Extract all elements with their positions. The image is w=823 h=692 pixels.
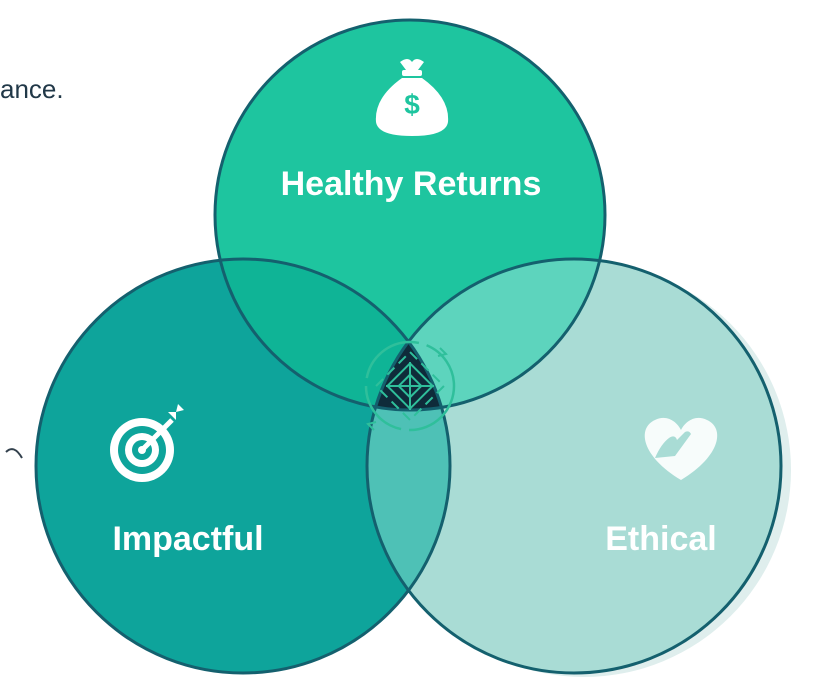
target-icon [110,404,184,482]
svg-text:$: $ [404,89,420,120]
label-healthy-returns: Healthy Returns [281,165,542,203]
label-impactful: Impactful [112,520,263,558]
intro-text-fragment: ance. [0,74,64,104]
overlap-returns-ethical [367,259,605,410]
label-ethical: Ethical [605,520,716,558]
ethical-circle-outline [365,257,783,675]
money-bag-icon: $ [375,59,449,136]
heart-hand-icon [644,417,718,480]
overlap-returns-impactful [215,259,450,410]
impactful-circle-outline [34,257,452,675]
decorative-mark [5,448,23,459]
logo-emblem-icon [364,340,456,432]
